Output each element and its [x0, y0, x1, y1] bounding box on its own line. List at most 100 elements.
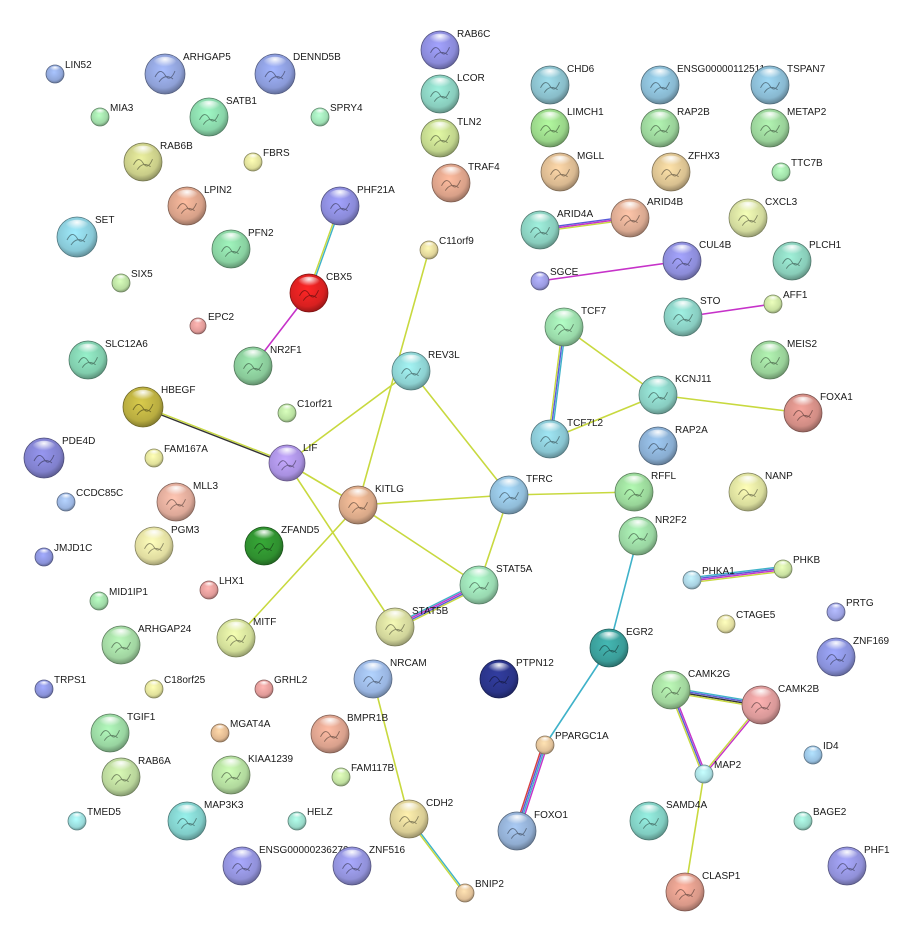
node-LHX1[interactable]: LHX1	[199, 576, 244, 600]
node-FBRS[interactable]: FBRS	[243, 148, 290, 172]
node-METAP2[interactable]: METAP2	[750, 107, 827, 148]
node-KITLG[interactable]: KITLG	[338, 484, 404, 525]
node-MGLL[interactable]: MGLL	[540, 151, 605, 192]
node-TLN2[interactable]: TLN2	[420, 117, 482, 158]
node-ZNF516[interactable]: ZNF516	[332, 845, 406, 886]
node-ARHGAP24[interactable]: ARHGAP24	[101, 624, 192, 665]
node-BMPR1B[interactable]: BMPR1B	[310, 713, 388, 754]
node-NRCAM[interactable]: NRCAM	[353, 658, 427, 699]
node-TFRC[interactable]: TFRC	[489, 474, 553, 515]
node-NANP[interactable]: NANP	[728, 471, 793, 512]
node-TSPAN7[interactable]: TSPAN7	[750, 64, 826, 105]
node-SET[interactable]: SET	[56, 215, 114, 258]
node-GRHL2[interactable]: GRHL2	[254, 675, 308, 699]
node-RAP2B[interactable]: RAP2B	[640, 107, 710, 148]
node-TTC7B[interactable]: TTC7B	[771, 158, 823, 182]
node-ID4[interactable]: ID4	[803, 741, 839, 765]
node-FOXO1[interactable]: FOXO1	[497, 810, 568, 851]
node-HBEGF[interactable]: HBEGF	[122, 385, 195, 428]
node-MITF[interactable]: MITF	[216, 617, 276, 658]
node-RAB6C[interactable]: RAB6C	[420, 29, 490, 70]
node-CBX5[interactable]: CBX5	[289, 272, 353, 313]
node-LIF[interactable]: LIF	[268, 443, 317, 482]
node-TRPS1[interactable]: TRPS1	[34, 675, 87, 699]
node-TGIF1[interactable]: TGIF1	[90, 712, 156, 753]
node-CHD6[interactable]: CHD6	[530, 64, 595, 105]
node-REV3L[interactable]: REV3L	[391, 350, 460, 391]
node-SGCE[interactable]: SGCE	[530, 267, 579, 291]
node-EPC2[interactable]: EPC2	[189, 312, 235, 335]
node-ZNF169[interactable]: ZNF169	[816, 636, 890, 677]
node-SATB1[interactable]: SATB1	[189, 96, 257, 137]
node-AFF1[interactable]: AFF1	[763, 290, 808, 314]
node-MLL3[interactable]: MLL3	[156, 481, 218, 522]
node-PHF21A[interactable]: PHF21A	[320, 185, 395, 226]
node-STAT5A[interactable]: STAT5A	[459, 564, 533, 605]
node-LIN52[interactable]: LIN52	[45, 60, 92, 84]
node-PTPN12[interactable]: PTPN12	[479, 658, 554, 699]
node-PFN2[interactable]: PFN2	[211, 228, 274, 269]
node-BNIP2[interactable]: BNIP2	[455, 879, 504, 903]
node-FOXA1[interactable]: FOXA1	[783, 392, 853, 433]
node-HELZ[interactable]: HELZ	[287, 807, 333, 831]
node-ARID4A[interactable]: ARID4A	[520, 209, 593, 250]
node-JMJD1C[interactable]: JMJD1C	[34, 543, 92, 567]
node-PGM3[interactable]: PGM3	[134, 525, 200, 566]
node-RAB6A[interactable]: RAB6A	[101, 756, 171, 797]
node-RAB6B[interactable]: RAB6B	[123, 141, 193, 182]
node-TCF7L2[interactable]: TCF7L2	[530, 418, 604, 459]
node-NR2F2[interactable]: NR2F2	[618, 515, 687, 556]
node-KCNJ11[interactable]: KCNJ11	[638, 374, 712, 415]
node-TMED5[interactable]: TMED5	[67, 807, 121, 831]
node-TRAF4[interactable]: TRAF4	[431, 162, 500, 203]
node-CLASP1[interactable]: CLASP1	[665, 871, 741, 912]
node-ARHGAP5[interactable]: ARHGAP5	[144, 52, 231, 95]
node-EGR2[interactable]: EGR2	[589, 627, 654, 668]
node-ZFHX3[interactable]: ZFHX3	[651, 151, 720, 192]
node-LIMCH1[interactable]: LIMCH1	[530, 107, 604, 148]
node-TCF7[interactable]: TCF7	[544, 306, 606, 347]
node-C11orf9[interactable]: C11orf9	[419, 236, 474, 260]
node-CTAGE5[interactable]: CTAGE5	[716, 610, 776, 634]
node-ENSG00000112511[interactable]: ENSG00000112511	[640, 64, 765, 105]
node-ARID4B[interactable]: ARID4B	[610, 197, 683, 238]
node-ENSG00000236270[interactable]: ENSG00000236270	[222, 845, 349, 886]
node-MAP2[interactable]: MAP2	[694, 760, 742, 784]
node-CXCL3[interactable]: CXCL3	[728, 197, 798, 238]
node-BAGE2[interactable]: BAGE2	[793, 807, 847, 831]
node-SPRY4[interactable]: SPRY4	[310, 103, 363, 127]
node-LCOR[interactable]: LCOR	[420, 73, 485, 114]
node-LPIN2[interactable]: LPIN2	[167, 185, 232, 226]
node-CUL4B[interactable]: CUL4B	[662, 240, 732, 281]
node-FAM117B[interactable]: FAM117B	[331, 763, 394, 787]
node-MGAT4A[interactable]: MGAT4A	[210, 719, 271, 743]
node-PHF1[interactable]: PHF1	[827, 845, 890, 886]
node-MEIS2[interactable]: MEIS2	[750, 339, 817, 380]
node-SIX5[interactable]: SIX5	[111, 269, 153, 293]
node-STO[interactable]: STO	[663, 296, 721, 337]
node-C1orf21[interactable]: C1orf21	[277, 399, 333, 423]
node-KIAA1239[interactable]: KIAA1239	[211, 754, 293, 795]
node-CDH2[interactable]: CDH2	[389, 798, 454, 839]
node-MAP3K3[interactable]: MAP3K3	[167, 800, 244, 841]
node-PDE4D[interactable]: PDE4D	[23, 436, 95, 479]
node-FAM167A[interactable]: FAM167A	[144, 444, 208, 468]
node-CAMK2B[interactable]: CAMK2B	[741, 684, 819, 725]
node-PRTG[interactable]: PRTG	[826, 598, 874, 622]
node-MID1IP1[interactable]: MID1IP1	[89, 587, 148, 611]
node-NR2F1[interactable]: NR2F1	[233, 345, 302, 386]
node-SAMD4A[interactable]: SAMD4A	[629, 800, 707, 841]
node-RFFL[interactable]: RFFL	[614, 471, 676, 512]
node-C18orf25[interactable]: C18orf25	[144, 675, 206, 699]
node-DENND5B[interactable]: DENND5B	[254, 52, 341, 95]
node-MIA3[interactable]: MIA3	[90, 103, 134, 127]
node-SLC12A6[interactable]: SLC12A6	[68, 339, 148, 380]
node-PLCH1[interactable]: PLCH1	[772, 240, 842, 281]
node-CCDC85C[interactable]: CCDC85C	[56, 488, 123, 512]
node-PHKA1[interactable]: PHKA1	[682, 566, 735, 590]
node-RAP2A[interactable]: RAP2A	[638, 425, 708, 466]
node-PHKB[interactable]: PHKB	[773, 555, 821, 579]
node-CAMK2G[interactable]: CAMK2G	[651, 669, 730, 710]
node-ZFAND5[interactable]: ZFAND5	[244, 525, 320, 566]
node-PPARGC1A[interactable]: PPARGC1A	[535, 731, 609, 755]
